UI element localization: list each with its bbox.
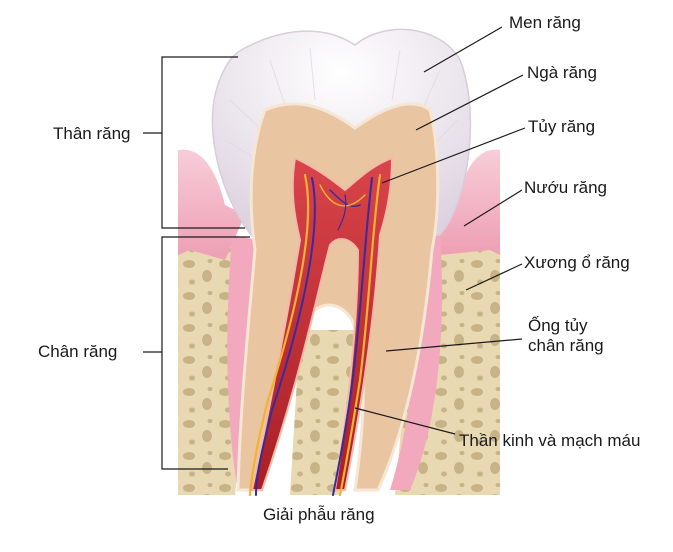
nerves-and-vessels <box>248 173 382 497</box>
label-gum: Nướu răng <box>524 178 608 197</box>
label-root: Chân răng <box>38 342 118 361</box>
crown-bracket <box>143 56 245 229</box>
label-nerves-vessels: Thần kinh và mạch máu <box>459 431 641 450</box>
label-root-canal-line1: Ống tủy <box>528 316 588 335</box>
label-pulp: Tủy răng <box>528 117 596 136</box>
root-bracket <box>143 236 250 470</box>
label-crown: Thân răng <box>53 124 131 143</box>
label-alveolar-bone: Xương ổ răng <box>524 253 630 272</box>
label-root-canal-line2: chân răng <box>528 336 604 355</box>
pulp <box>250 156 394 491</box>
diagram-caption: Giải phẫu răng <box>263 505 375 524</box>
leader-lines <box>354 26 526 435</box>
label-enamel: Men răng <box>509 13 581 32</box>
label-dentin: Ngà răng <box>527 63 597 82</box>
label-root-canal: Ống tủy chân răng <box>528 316 604 356</box>
